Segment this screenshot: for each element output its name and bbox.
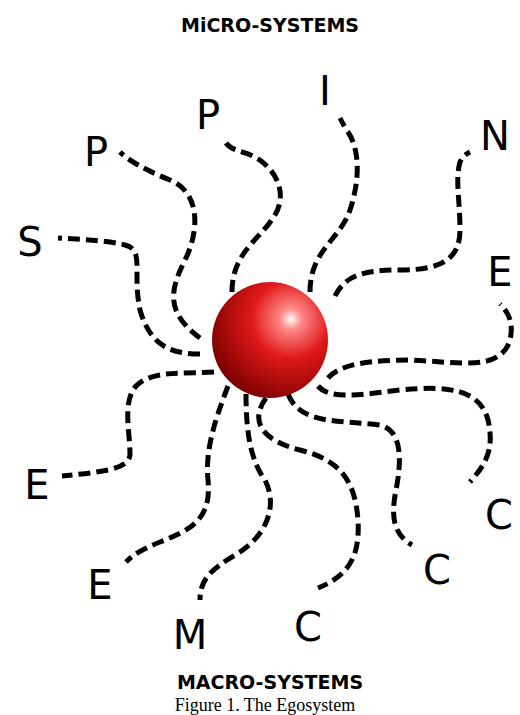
system-letter: C xyxy=(294,607,322,647)
dashed-link xyxy=(288,394,412,545)
dashed-link xyxy=(58,238,200,354)
system-letter: I xyxy=(319,71,331,111)
dashed-links xyxy=(58,118,511,600)
system-letter: C xyxy=(485,495,513,535)
dashed-link xyxy=(259,398,359,588)
system-letter: N xyxy=(480,116,510,156)
system-letter: E xyxy=(87,565,112,605)
system-letter: P xyxy=(196,95,220,135)
top-heading: MiCRO-SYSTEMS xyxy=(181,16,359,35)
dashed-link xyxy=(310,118,357,292)
system-letter: E xyxy=(24,465,49,505)
system-letter: S xyxy=(17,222,42,262)
system-letter: P xyxy=(84,132,108,172)
system-letter: E xyxy=(487,252,512,292)
dashed-link xyxy=(62,372,214,476)
dashed-link xyxy=(318,386,490,482)
dashed-link xyxy=(226,143,280,292)
dashed-link xyxy=(126,386,228,562)
dashed-link xyxy=(120,152,200,338)
dashed-link xyxy=(328,304,511,378)
system-letter: C xyxy=(423,550,451,590)
system-letter: M xyxy=(173,615,208,655)
ego-sphere xyxy=(212,282,328,398)
bottom-heading: MACRO-SYSTEMS xyxy=(177,673,363,692)
dashed-link xyxy=(335,152,470,296)
dashed-link xyxy=(200,394,270,600)
figure-caption: Figure 1. The Egosystem xyxy=(175,696,356,714)
